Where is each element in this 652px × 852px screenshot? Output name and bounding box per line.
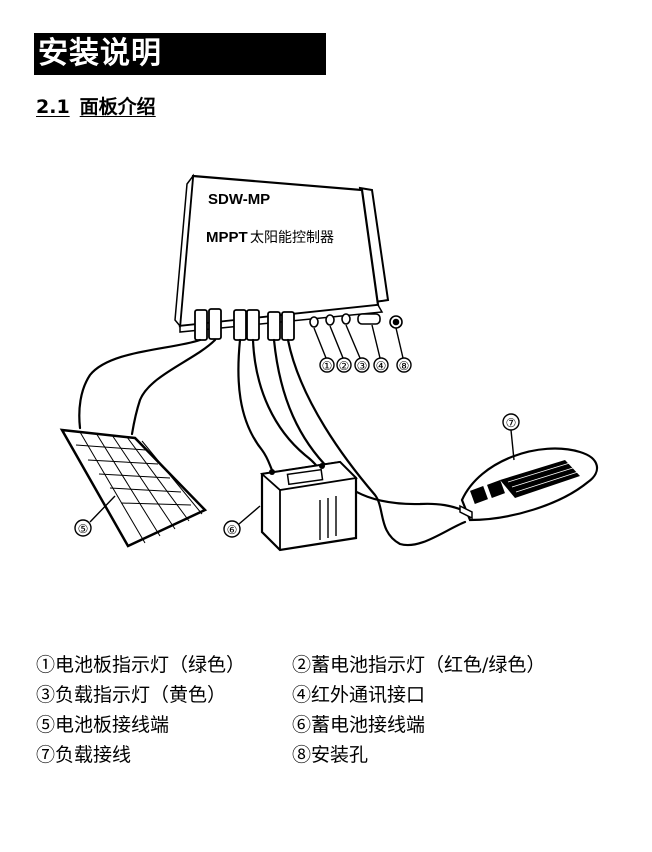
legend-item: ⑤电池板接线端 bbox=[36, 714, 170, 736]
legend-item: ⑧安装孔 bbox=[292, 744, 369, 766]
callout-5-label: ⑤ bbox=[74, 495, 116, 537]
legend-item: ③负载指示灯（黄色） bbox=[36, 684, 227, 706]
controller-unit: SDW-MP MPPT 太阳能控制器 bbox=[174, 173, 403, 341]
svg-text:⑦: ⑦ bbox=[506, 416, 517, 430]
callout-3-label: ③ bbox=[345, 324, 370, 373]
legend-item: ⑥蓄电池接线端 bbox=[292, 714, 426, 736]
legend-item: ④红外通讯接口 bbox=[292, 684, 426, 706]
controller-prefix: MPPT bbox=[206, 229, 248, 246]
callout-4-label: ④ bbox=[371, 324, 389, 373]
svg-text:④: ④ bbox=[376, 359, 387, 373]
legend-row: ①电池板指示灯（绿色） ②蓄电池指示灯（红色/绿色） bbox=[36, 650, 545, 680]
legend-row: ③负载指示灯（黄色） ④红外通讯接口 bbox=[36, 680, 425, 710]
callout-6-label: ⑥ bbox=[223, 505, 261, 538]
legend-item: ①电池板指示灯（绿色） bbox=[36, 654, 246, 676]
svg-text:⑥: ⑥ bbox=[227, 523, 238, 537]
legend: ①电池板指示灯（绿色） ②蓄电池指示灯（红色/绿色） ③负载指示灯（黄色） ④红… bbox=[36, 650, 545, 770]
svg-text:⑤: ⑤ bbox=[78, 522, 89, 536]
controller-name: 太阳能控制器 bbox=[250, 230, 334, 246]
legend-item: ②蓄电池指示灯（红色/绿色） bbox=[292, 654, 546, 676]
svg-text:⑧: ⑧ bbox=[399, 359, 410, 373]
legend-item: ⑦负载接线 bbox=[36, 744, 132, 766]
svg-text:①: ① bbox=[322, 359, 333, 373]
section-heading: 安装说明 bbox=[34, 33, 326, 75]
callout-8-label: ⑧ bbox=[395, 327, 412, 373]
svg-text:②: ② bbox=[339, 359, 350, 373]
subsection-text: 面板介绍 bbox=[79, 96, 156, 118]
legend-row: ⑤电池板接线端 ⑥蓄电池接线端 bbox=[36, 710, 425, 740]
svg-text:③: ③ bbox=[357, 359, 368, 373]
legend-row: ⑦负载接线 ⑧安装孔 bbox=[36, 740, 368, 770]
callout-1-label: ① bbox=[313, 327, 335, 373]
callout-7-label: ⑦ bbox=[502, 413, 520, 461]
subsection-heading: 2.1 面板介绍 bbox=[36, 92, 166, 119]
subsection-number: 2.1 bbox=[36, 96, 70, 118]
led-lamp bbox=[459, 447, 598, 522]
wiring-diagram: SDW-MP MPPT 太阳能控制器 bbox=[59, 173, 598, 552]
solar-panel bbox=[59, 428, 208, 548]
battery bbox=[259, 460, 358, 552]
controller-model: SDW-MP bbox=[208, 191, 270, 208]
callout-2-label: ② bbox=[329, 325, 352, 373]
